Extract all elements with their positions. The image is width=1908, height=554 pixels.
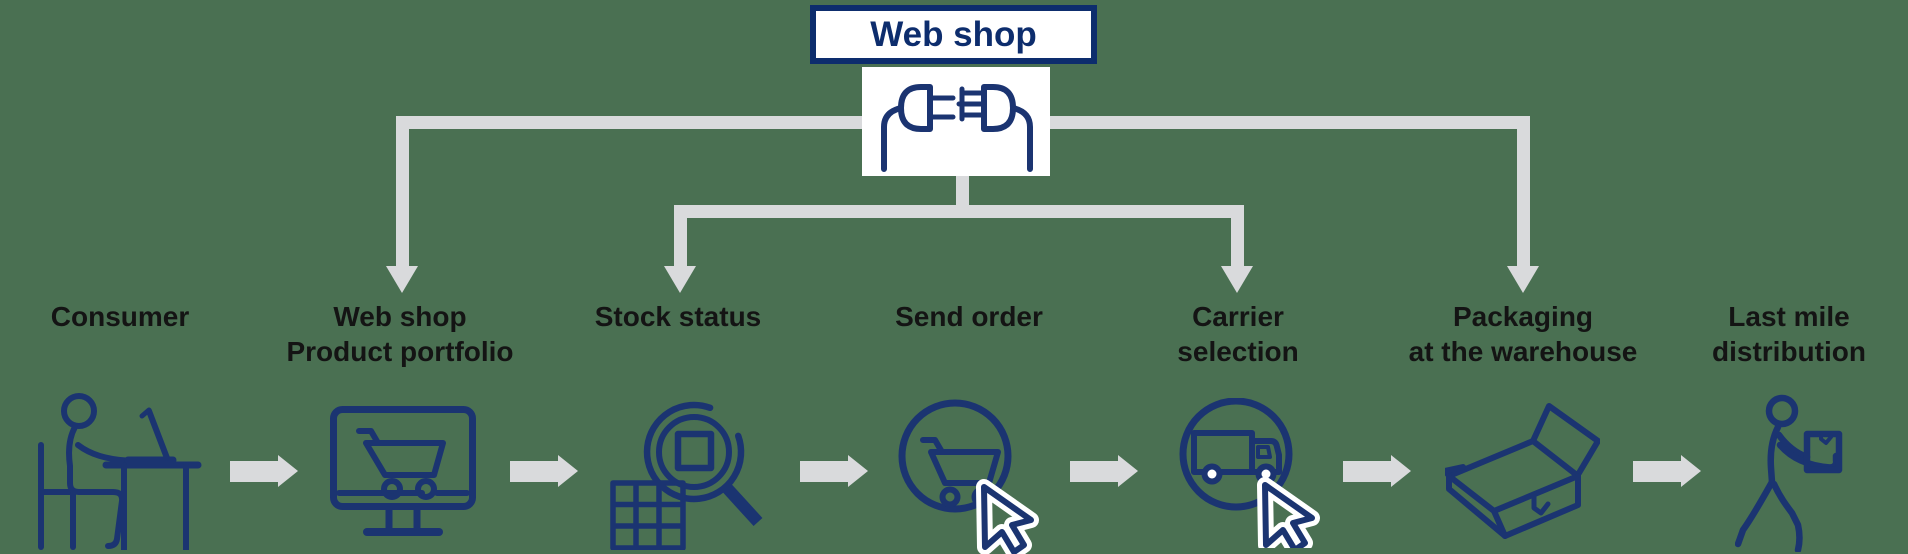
magnifier-grid-icon — [610, 401, 763, 550]
truck-click-icon — [1179, 398, 1320, 548]
plug-stub-line — [956, 176, 969, 208]
flow-arrow-3 — [800, 455, 868, 487]
plug-connection-icon — [881, 84, 1033, 172]
arrow-down-carrier — [1221, 266, 1253, 293]
web-shop-title-box: Web shop — [810, 5, 1097, 64]
web-shop-title: Web shop — [870, 14, 1037, 54]
open-box-icon — [1445, 403, 1600, 539]
label-consumer: Consumer — [50, 301, 190, 332]
branch-packaging-line — [1517, 116, 1530, 268]
flow-arrow-4 — [1070, 455, 1138, 487]
branch-carrier-line — [1231, 205, 1244, 268]
label-stock-status: Stock status — [594, 301, 762, 332]
cart-click-icon — [898, 399, 1039, 554]
flow-arrow-5 — [1343, 455, 1411, 487]
person-at-desk-icon — [38, 393, 202, 550]
label-send-order: Send order — [895, 301, 1043, 332]
branch-webshop-portfolio-line — [396, 116, 409, 268]
arrow-down-packaging — [1507, 266, 1539, 293]
arrow-down-stock — [664, 266, 696, 293]
lower-connector-line — [674, 205, 1244, 218]
flow-arrow-1 — [230, 455, 298, 487]
flow-arrow-6 — [1633, 455, 1701, 487]
flow-arrow-2 — [510, 455, 578, 487]
plug-panel — [862, 67, 1050, 176]
monitor-cart-icon — [330, 406, 476, 536]
courier-walking-icon — [1735, 394, 1843, 552]
branch-stock-line — [674, 205, 687, 268]
arrow-down-webshop-portfolio — [386, 266, 418, 293]
